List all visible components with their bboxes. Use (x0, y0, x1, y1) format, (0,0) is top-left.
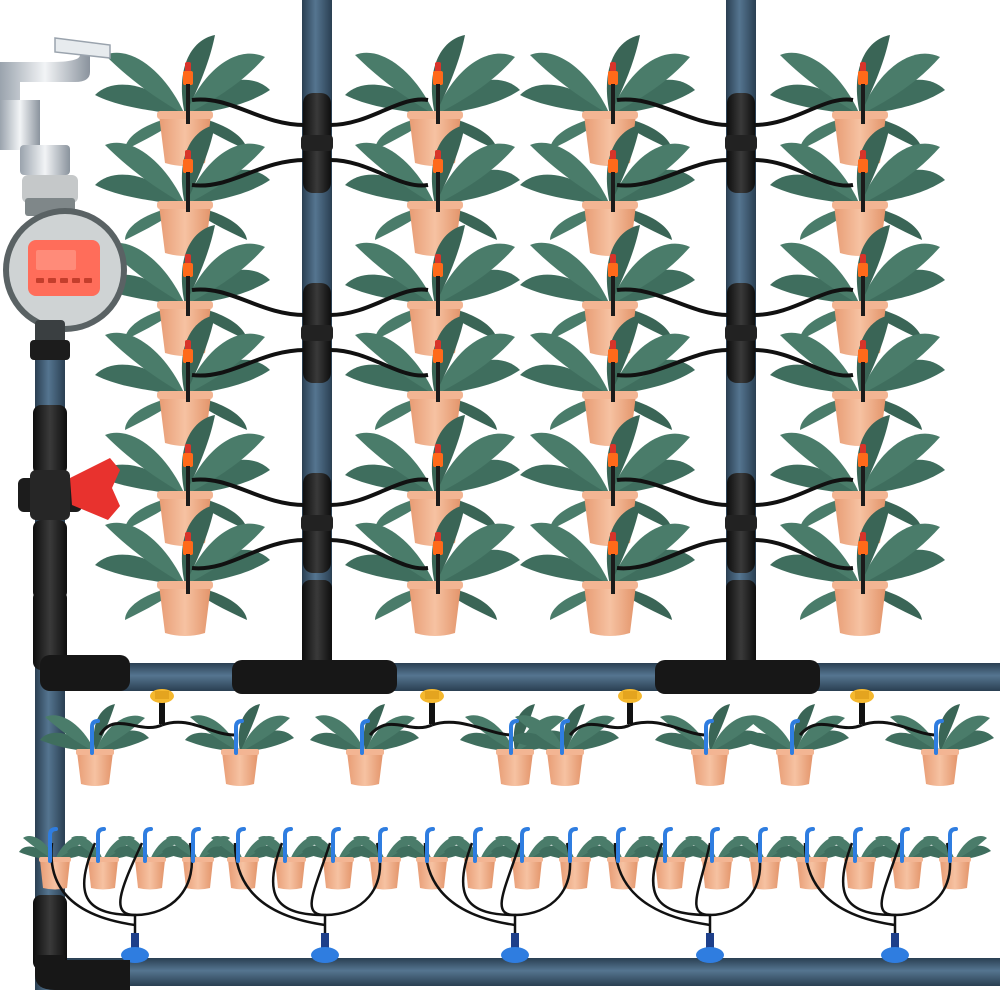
orange-drip-stakes (183, 62, 868, 594)
upper-drip-hoses (191, 97, 854, 571)
yellow-flow-regulators (150, 689, 874, 724)
left-main-fittings (33, 405, 130, 990)
water-timer (3, 175, 127, 360)
pipe-horizontal-upper (50, 663, 1000, 691)
blue-manifolds (121, 933, 909, 963)
pipe-tee-fittings (232, 93, 820, 694)
valve-handle-icon (70, 458, 120, 520)
middle-plant-row (40, 704, 994, 786)
faucet (0, 37, 111, 175)
middle-drip-hoses (98, 720, 937, 737)
pipe-horizontal-lower (55, 958, 1000, 986)
upper-plant-grid (95, 35, 945, 636)
ball-valve (18, 458, 120, 520)
